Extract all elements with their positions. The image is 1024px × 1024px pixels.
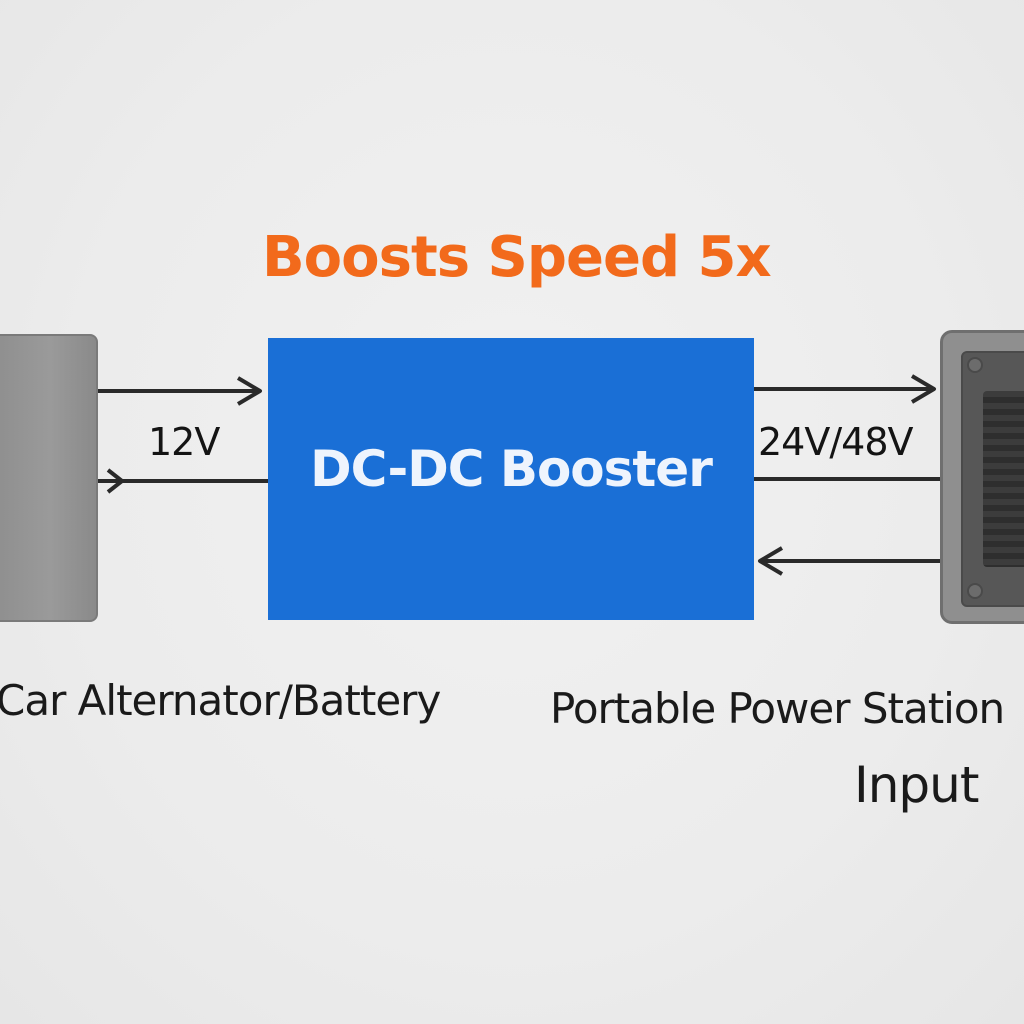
arrowhead-right-icon [106,468,124,494]
headline: Boosts Speed 5x [262,225,772,290]
screw-icon [967,583,983,599]
arrowhead-right-icon [910,374,936,404]
arrowhead-left-icon [758,546,784,576]
portable-power-station [940,330,1024,624]
power-station-vent [983,391,1024,567]
destination-caption-line1: Portable Power Station [550,684,1005,733]
dc-dc-booster-block: DC-DC Booster [268,338,754,620]
input-voltage-label: 12V [148,420,220,464]
car-alternator-battery [0,334,98,622]
arrowhead-right-icon [236,376,262,406]
output-voltage-label: 24V/48V [758,420,913,464]
source-caption: Car Alternator/Battery [0,676,441,725]
destination-caption-line2: Input [854,756,979,814]
booster-label: DC-DC Booster [310,440,713,498]
screw-icon [967,357,983,373]
